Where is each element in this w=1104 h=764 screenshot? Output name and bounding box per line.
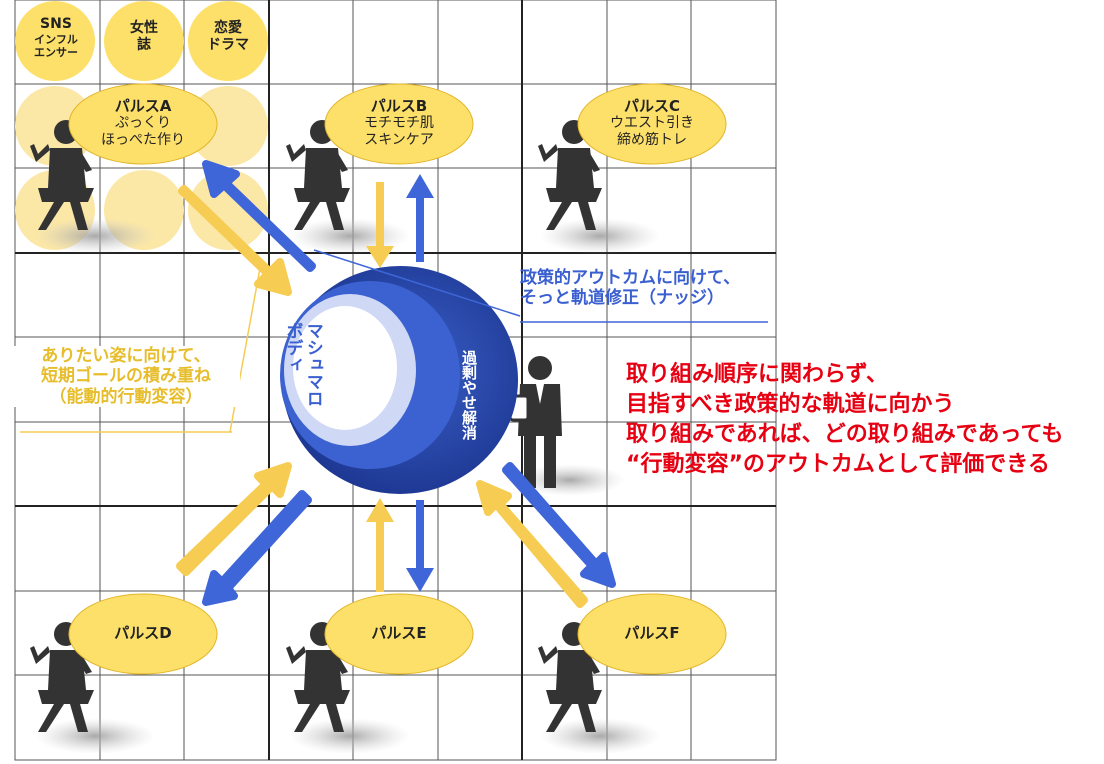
pulse-a-label: パルスA ぷっくり ほっぺた作り bbox=[70, 96, 216, 149]
evaluation-annotation: 取り組み順序に関わらず、 目指すべき政策的な軌道に向かう 取り組みであれば、どの… bbox=[626, 362, 1064, 477]
arrow-sphere-to-e bbox=[406, 500, 434, 592]
source-circle-drama bbox=[188, 1, 268, 81]
arrow-f-to-sphere bbox=[476, 480, 588, 608]
self-directed-annotation: ありたい姿に向けて、 短期ゴールの積み重ね （能動的行動変容） bbox=[12, 346, 240, 408]
pulse-ellipses bbox=[68, 83, 727, 675]
nudge-annotation: 政策的アウトカムに向けて、 そっと軌道修正（ナッジ） bbox=[520, 268, 741, 309]
source-circle-magazine bbox=[104, 1, 184, 81]
nudge-leader-line bbox=[313, 249, 521, 317]
pulse-f-label: パルスF bbox=[624, 624, 680, 642]
source-sns-sub: インフル エンサー bbox=[34, 32, 78, 59]
pulse-b-ellipse bbox=[324, 83, 474, 165]
arrow-a-to-sphere bbox=[178, 185, 292, 296]
pulse-a-ellipse bbox=[68, 83, 218, 165]
source-sns-label: SNS インフル エンサー bbox=[20, 16, 92, 59]
source-sns-name: SNS bbox=[40, 16, 72, 32]
pulse-b-desc: モチモチ肌 スキンケア bbox=[364, 115, 434, 148]
pulse-d-ellipse bbox=[68, 593, 218, 675]
pulse-e-label: パルスE bbox=[371, 624, 427, 642]
source-drama-label: 恋愛 ドラマ bbox=[207, 20, 249, 53]
sphere-policy-label: 過剰やせ解消 bbox=[460, 350, 478, 440]
arrow-sphere-to-d bbox=[202, 490, 312, 606]
arrows bbox=[176, 160, 616, 608]
person-shadows bbox=[35, 218, 660, 754]
arrow-e-to-sphere bbox=[366, 498, 394, 592]
arrow-sphere-to-a bbox=[202, 160, 316, 272]
pulse-c-label: パルスC ウエスト引き 締め筋トレ bbox=[579, 96, 725, 149]
sphere-goal-label: マシュマロ ボディ bbox=[282, 322, 323, 407]
arrow-d-to-sphere bbox=[176, 462, 292, 576]
pulse-d-label: パルスD bbox=[114, 624, 172, 642]
pulse-c-name: パルスC bbox=[623, 97, 680, 115]
arrow-b-to-sphere bbox=[366, 182, 394, 268]
pulse-b-name: パルスB bbox=[370, 97, 428, 115]
arrow-sphere-to-b bbox=[406, 174, 434, 262]
pulse-a-desc: ぷっくり ほっぺた作り bbox=[101, 115, 185, 148]
pulse-c-desc: ウエスト引き 締め筋トレ bbox=[610, 115, 694, 148]
source-circle-sns bbox=[15, 1, 95, 81]
source-magazine-label: 女性 誌 bbox=[130, 20, 158, 53]
arrow-sphere-to-f bbox=[502, 462, 616, 588]
pulse-e-ellipse bbox=[324, 593, 474, 675]
pulse-c-ellipse bbox=[577, 83, 727, 165]
pulse-a-name: パルスA bbox=[114, 97, 172, 115]
source-circles bbox=[15, 1, 268, 81]
goal-sphere bbox=[280, 266, 518, 494]
pulse-f-ellipse bbox=[577, 593, 727, 675]
pulse-b-label: パルスB モチモチ肌 スキンケア bbox=[326, 96, 472, 149]
